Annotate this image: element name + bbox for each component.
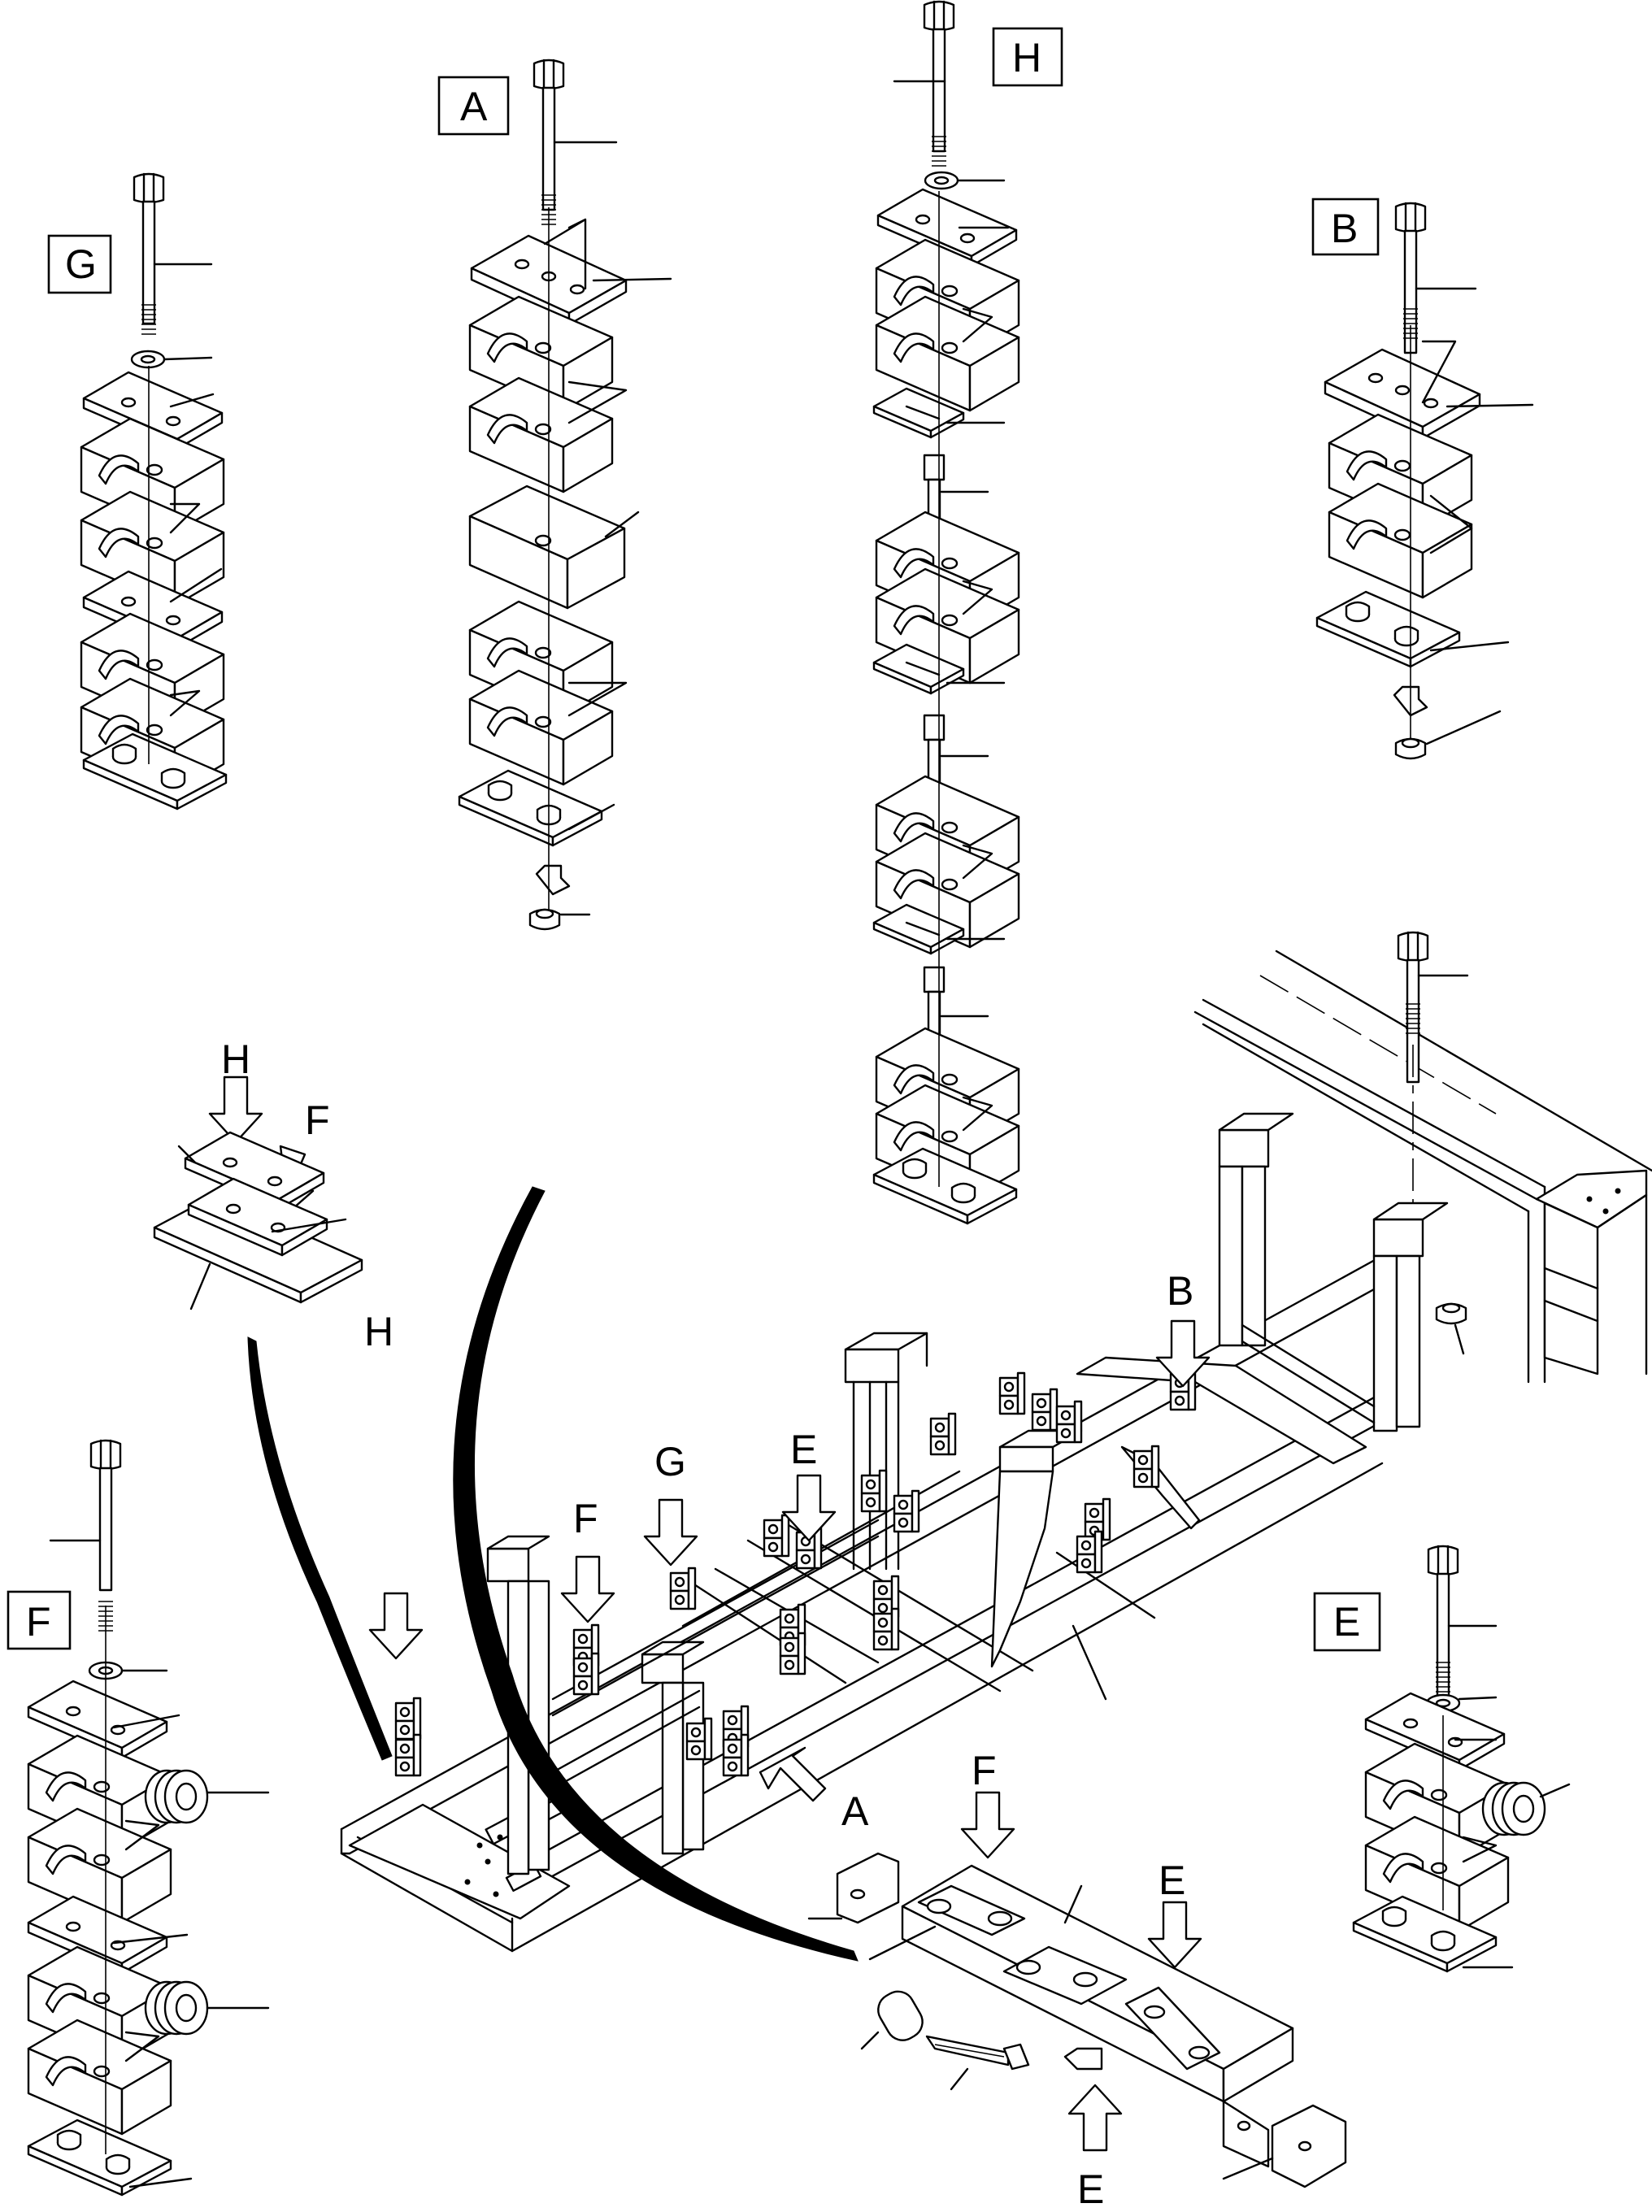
assembly-g: G <box>47 172 228 810</box>
label-f: F <box>26 1599 51 1645</box>
detail-label-h-bottom: H <box>364 1309 393 1354</box>
arrow-a <box>759 1746 827 1802</box>
frame-assembly: F G E B A <box>340 931 1652 1953</box>
spacer-pin <box>923 454 946 481</box>
label-box-e <box>1313 1592 1381 1652</box>
detail-label-h-top: H <box>221 1036 250 1082</box>
label-h: H <box>1012 35 1041 80</box>
label-box-a <box>437 76 510 136</box>
frame-label-b: B <box>1167 1268 1193 1314</box>
assembly-f: F <box>7 1439 270 2197</box>
assembly-a: A <box>437 59 672 931</box>
frame-label-e: E <box>790 1427 817 1472</box>
label-box-g <box>47 234 112 294</box>
assembly-h: H <box>872 0 1063 1225</box>
label-g: G <box>65 241 97 287</box>
detail-hf: H F H <box>153 1036 393 1354</box>
frame-label-f: F <box>573 1496 598 1541</box>
label-box-h <box>992 27 1063 87</box>
bracket-label-f: F <box>972 1748 997 1793</box>
label-box-b <box>1311 198 1380 256</box>
frame-label-g: G <box>654 1439 686 1484</box>
bracket-detail: F E E <box>807 1748 1347 2212</box>
label-e: E <box>1333 1599 1360 1645</box>
label-b: B <box>1331 206 1358 251</box>
bracket-label-e-bottom: E <box>1077 2166 1104 2212</box>
curved-arrow-2 <box>247 1336 393 1761</box>
label-box-f <box>7 1590 72 1650</box>
frame-label-a: A <box>841 1788 869 1834</box>
label-a: A <box>460 84 488 129</box>
up-arrow-e <box>1067 2084 1123 2152</box>
bracket-label-e-top: E <box>1159 1858 1185 1903</box>
detail-label-f: F <box>305 1097 330 1143</box>
assembly-b: B <box>1311 198 1534 760</box>
assembly-e: E <box>1313 1545 1571 1973</box>
curved-arrow-1 <box>453 1186 859 1962</box>
